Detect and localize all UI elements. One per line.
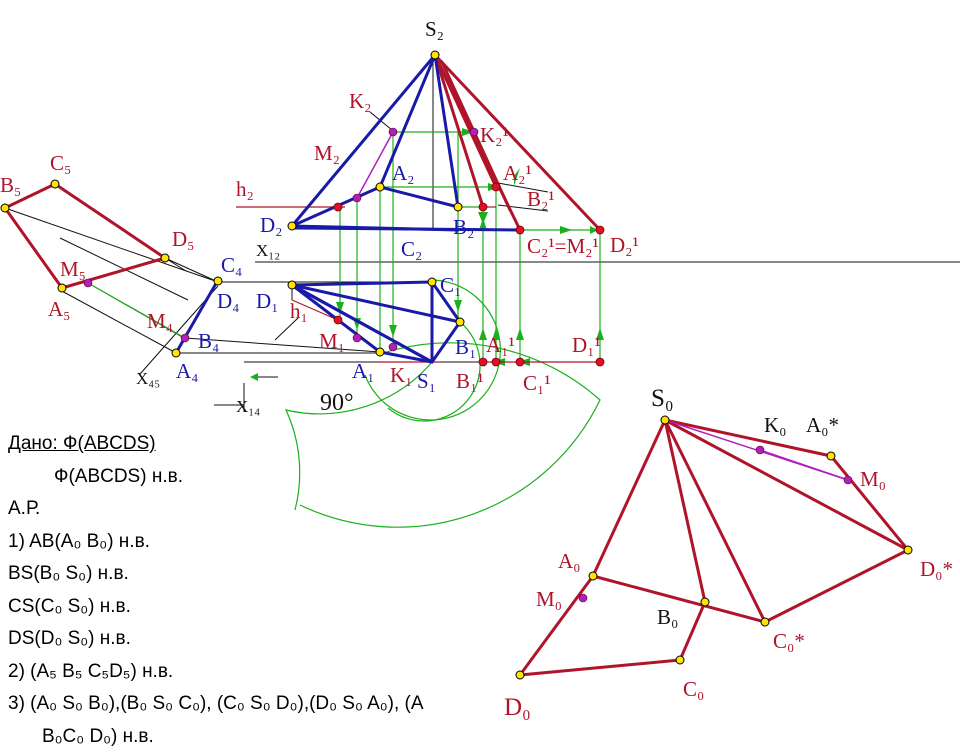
label-a2-prime: A₂¹ bbox=[503, 161, 532, 185]
label-a1: A₁ bbox=[352, 359, 375, 383]
label-x12: X₁₂ bbox=[256, 241, 280, 260]
label-b1: B₁ bbox=[455, 335, 476, 359]
label-c4: C₄ bbox=[221, 253, 242, 277]
label-a5: A₅ bbox=[48, 297, 71, 321]
label-b4: B₄ bbox=[198, 329, 219, 353]
label-s2: S₂ bbox=[425, 17, 444, 41]
label-b0: B₀ bbox=[657, 605, 678, 629]
label-k2-prime: K₂¹ bbox=[480, 123, 509, 147]
label-b1-prime: B₁¹ bbox=[456, 369, 484, 393]
label-a4: A₄ bbox=[176, 359, 199, 383]
solution-notes: Дано: Ф(ABCDS) Ф(ABCDS) н.в. А.Р. 1) AB(… bbox=[8, 428, 528, 753]
label-a1-prime: A₁¹ bbox=[486, 333, 515, 357]
label-c2: C₂ bbox=[401, 237, 422, 261]
note-step1: 1) AB(A₀ B₀) н.в. bbox=[8, 526, 528, 559]
label-m0-left: M₀ bbox=[536, 587, 562, 611]
label-k2: K₂ bbox=[349, 89, 372, 113]
blue-edges bbox=[176, 55, 520, 362]
label-s0: S₀ bbox=[651, 385, 674, 412]
label-d1: D₁ bbox=[256, 289, 279, 313]
label-m2: M₂ bbox=[314, 141, 340, 165]
label-a0-star: A₀* bbox=[806, 413, 839, 437]
label-m1: M₁ bbox=[319, 329, 345, 353]
label-b5: B₅ bbox=[0, 173, 21, 197]
label-d2: D₂ bbox=[260, 213, 283, 237]
label-s1: S₁ bbox=[417, 369, 436, 393]
note-step2: 2) (A₅ B₅ C₅D₅) н.в. bbox=[8, 656, 528, 689]
note-bs: BS(B₀ S₀) н.в. bbox=[8, 558, 528, 591]
label-b2: B₂ bbox=[453, 215, 474, 239]
note-find: Ф(ABCDS) н.в. bbox=[8, 461, 528, 494]
label-c5: C₅ bbox=[50, 151, 71, 175]
label-c0-star: C₀* bbox=[773, 629, 805, 653]
label-h2: h₂ bbox=[236, 177, 254, 201]
label-d2-prime: D₂¹ bbox=[610, 233, 639, 257]
note-cs: CS(C₀ S₀) н.в. bbox=[8, 591, 528, 624]
label-x14: X₁₄ bbox=[236, 397, 260, 416]
label-a2: A₂ bbox=[392, 161, 415, 185]
label-h1: h₁ bbox=[290, 299, 308, 323]
label-k0: K₀ bbox=[764, 413, 787, 437]
label-c0: C₀ bbox=[683, 677, 704, 701]
label-d5: D₅ bbox=[172, 227, 195, 251]
label-b2-prime: B₂¹ bbox=[527, 187, 555, 211]
label-x45: X₄₅ bbox=[136, 369, 160, 388]
label-c2-m2-prime: C₂¹=M₂¹ bbox=[527, 234, 599, 258]
label-angle: 90° bbox=[320, 390, 354, 416]
label-k1: K₁ bbox=[390, 363, 413, 387]
note-ds: DS(D₀ S₀) н.в. bbox=[8, 623, 528, 656]
label-m5: M₅ bbox=[60, 257, 86, 281]
note-step3: 3) (A₀ S₀ B₀),(B₀ S₀ C₀), (C₀ S₀ D₀),(D₀… bbox=[8, 688, 528, 721]
label-c1: C₁ bbox=[440, 273, 461, 297]
label-a0: A₀ bbox=[558, 549, 581, 573]
label-m4: M₄ bbox=[147, 309, 173, 333]
label-d4: D₄ bbox=[217, 289, 240, 313]
label-c1-prime: C₁¹ bbox=[523, 371, 551, 395]
note-step3-cont: B₀C₀ D₀) н.в. bbox=[8, 721, 528, 753]
label-m0-right: M₀ bbox=[860, 467, 886, 491]
note-given: Дано: Ф(ABCDS) bbox=[8, 428, 528, 461]
note-ap: А.Р. bbox=[8, 493, 528, 526]
label-d1-prime: D₁¹ bbox=[572, 333, 601, 357]
label-d0-star: D₀* bbox=[920, 557, 953, 581]
